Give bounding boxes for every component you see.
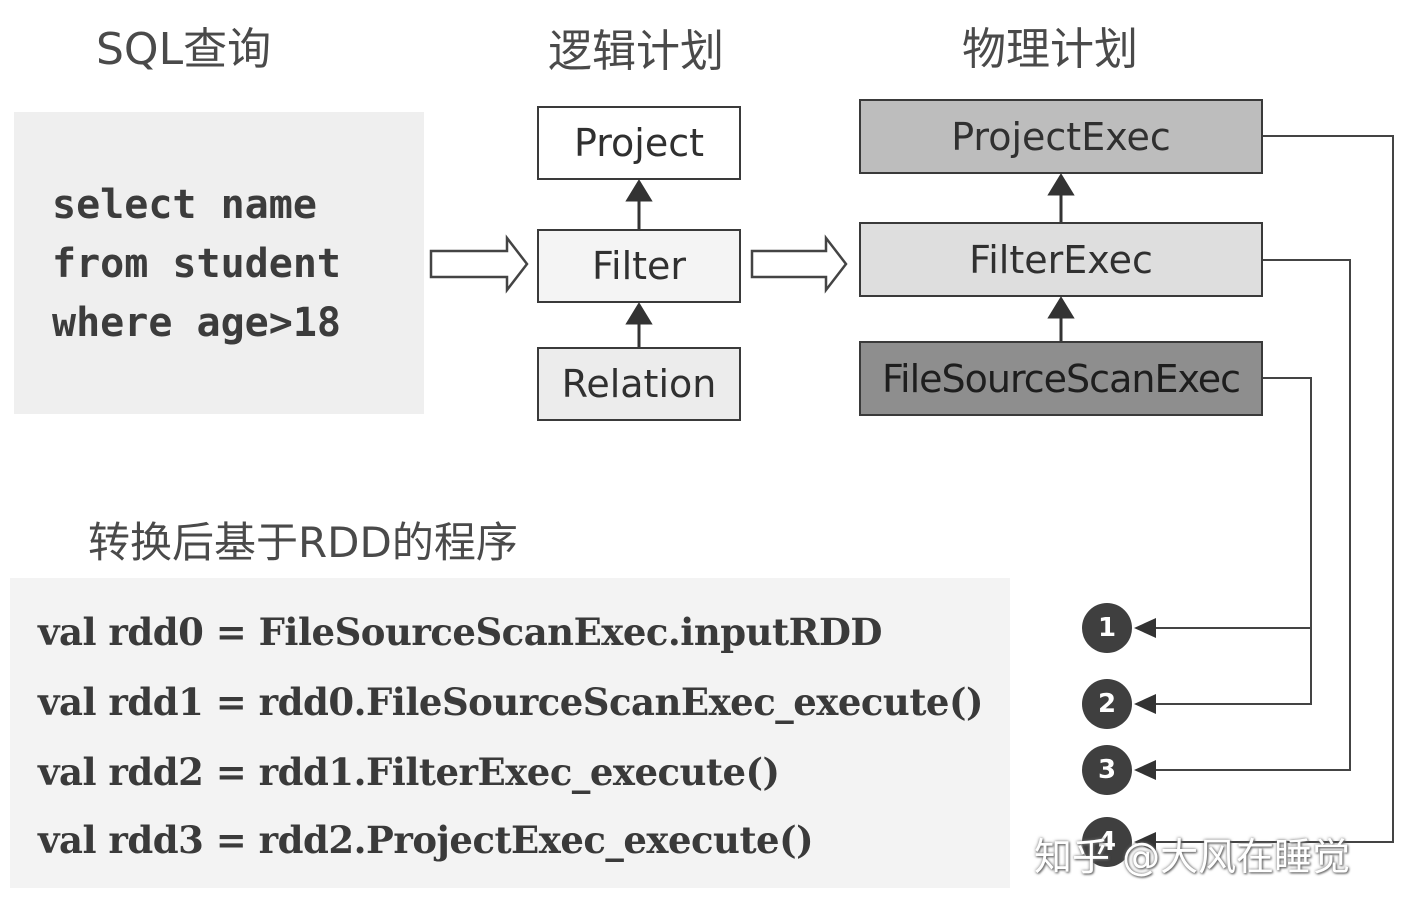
arrowhead-icon	[625, 179, 653, 202]
connector-projectexec-to-step4	[1152, 135, 1394, 843]
step-badge-3: 3	[1082, 745, 1132, 795]
step-badge-2: 2	[1082, 679, 1132, 729]
logical-plan-heading: 逻辑计划	[548, 26, 724, 77]
step-badge-4: 4	[1082, 817, 1132, 867]
arrowhead-icon	[625, 302, 653, 325]
arrowhead-icon	[1134, 618, 1156, 638]
sql-line: where age>18	[52, 300, 341, 346]
logical-relation-node: Relation	[537, 347, 741, 421]
arrowhead-icon	[1134, 832, 1156, 852]
connector-scan-to-step1	[1152, 377, 1312, 629]
logical-project-node: Project	[537, 106, 741, 180]
arrowhead-icon	[1134, 694, 1156, 714]
logical-filter-node: Filter	[537, 229, 741, 303]
physical-projectexec-node: ProjectExec	[859, 99, 1263, 174]
rdd-code-line: val rdd3 = rdd2.ProjectExec_execute()	[38, 818, 814, 862]
rdd-program-heading: 转换后基于RDD的程序	[88, 518, 518, 567]
node-label: Project	[573, 121, 704, 165]
rdd-program-panel	[10, 578, 1010, 888]
sql-line: from student	[52, 241, 341, 287]
arrowhead-icon	[1047, 296, 1075, 319]
sql-heading: SQL查询	[96, 24, 272, 75]
physical-filesourcescanexec-node: FileSourceScanExec	[859, 341, 1263, 416]
node-label: ProjectExec	[951, 114, 1171, 159]
physical-plan-heading: 物理计划	[962, 24, 1138, 75]
node-label: Filter	[591, 244, 687, 288]
rdd-code-line: val rdd1 = rdd0.FileSourceScanExec_execu…	[38, 680, 983, 724]
physical-filterexec-node: FilterExec	[859, 222, 1263, 297]
flow-arrow-sql-to-logical	[429, 234, 529, 294]
arrowhead-icon	[1047, 173, 1075, 196]
rdd-code-line: val rdd0 = FileSourceScanExec.inputRDD	[38, 610, 883, 654]
sql-line: select name	[52, 182, 317, 228]
sql-query-panel	[14, 112, 424, 414]
step-badge-1: 1	[1082, 603, 1132, 653]
connector-filterexec-to-step3	[1152, 259, 1351, 771]
arrowhead-icon	[1134, 760, 1156, 780]
rdd-code-line: val rdd2 = rdd1.FilterExec_execute()	[38, 750, 780, 794]
node-label: FileSourceScanExec	[881, 356, 1241, 401]
connector-scan-to-step2	[1152, 628, 1312, 705]
watermark: 知乎 @大风在睡觉	[1034, 835, 1351, 879]
node-label: FilterExec	[969, 237, 1153, 282]
node-label: Relation	[561, 362, 717, 406]
flow-arrow-logical-to-physical	[750, 234, 848, 294]
